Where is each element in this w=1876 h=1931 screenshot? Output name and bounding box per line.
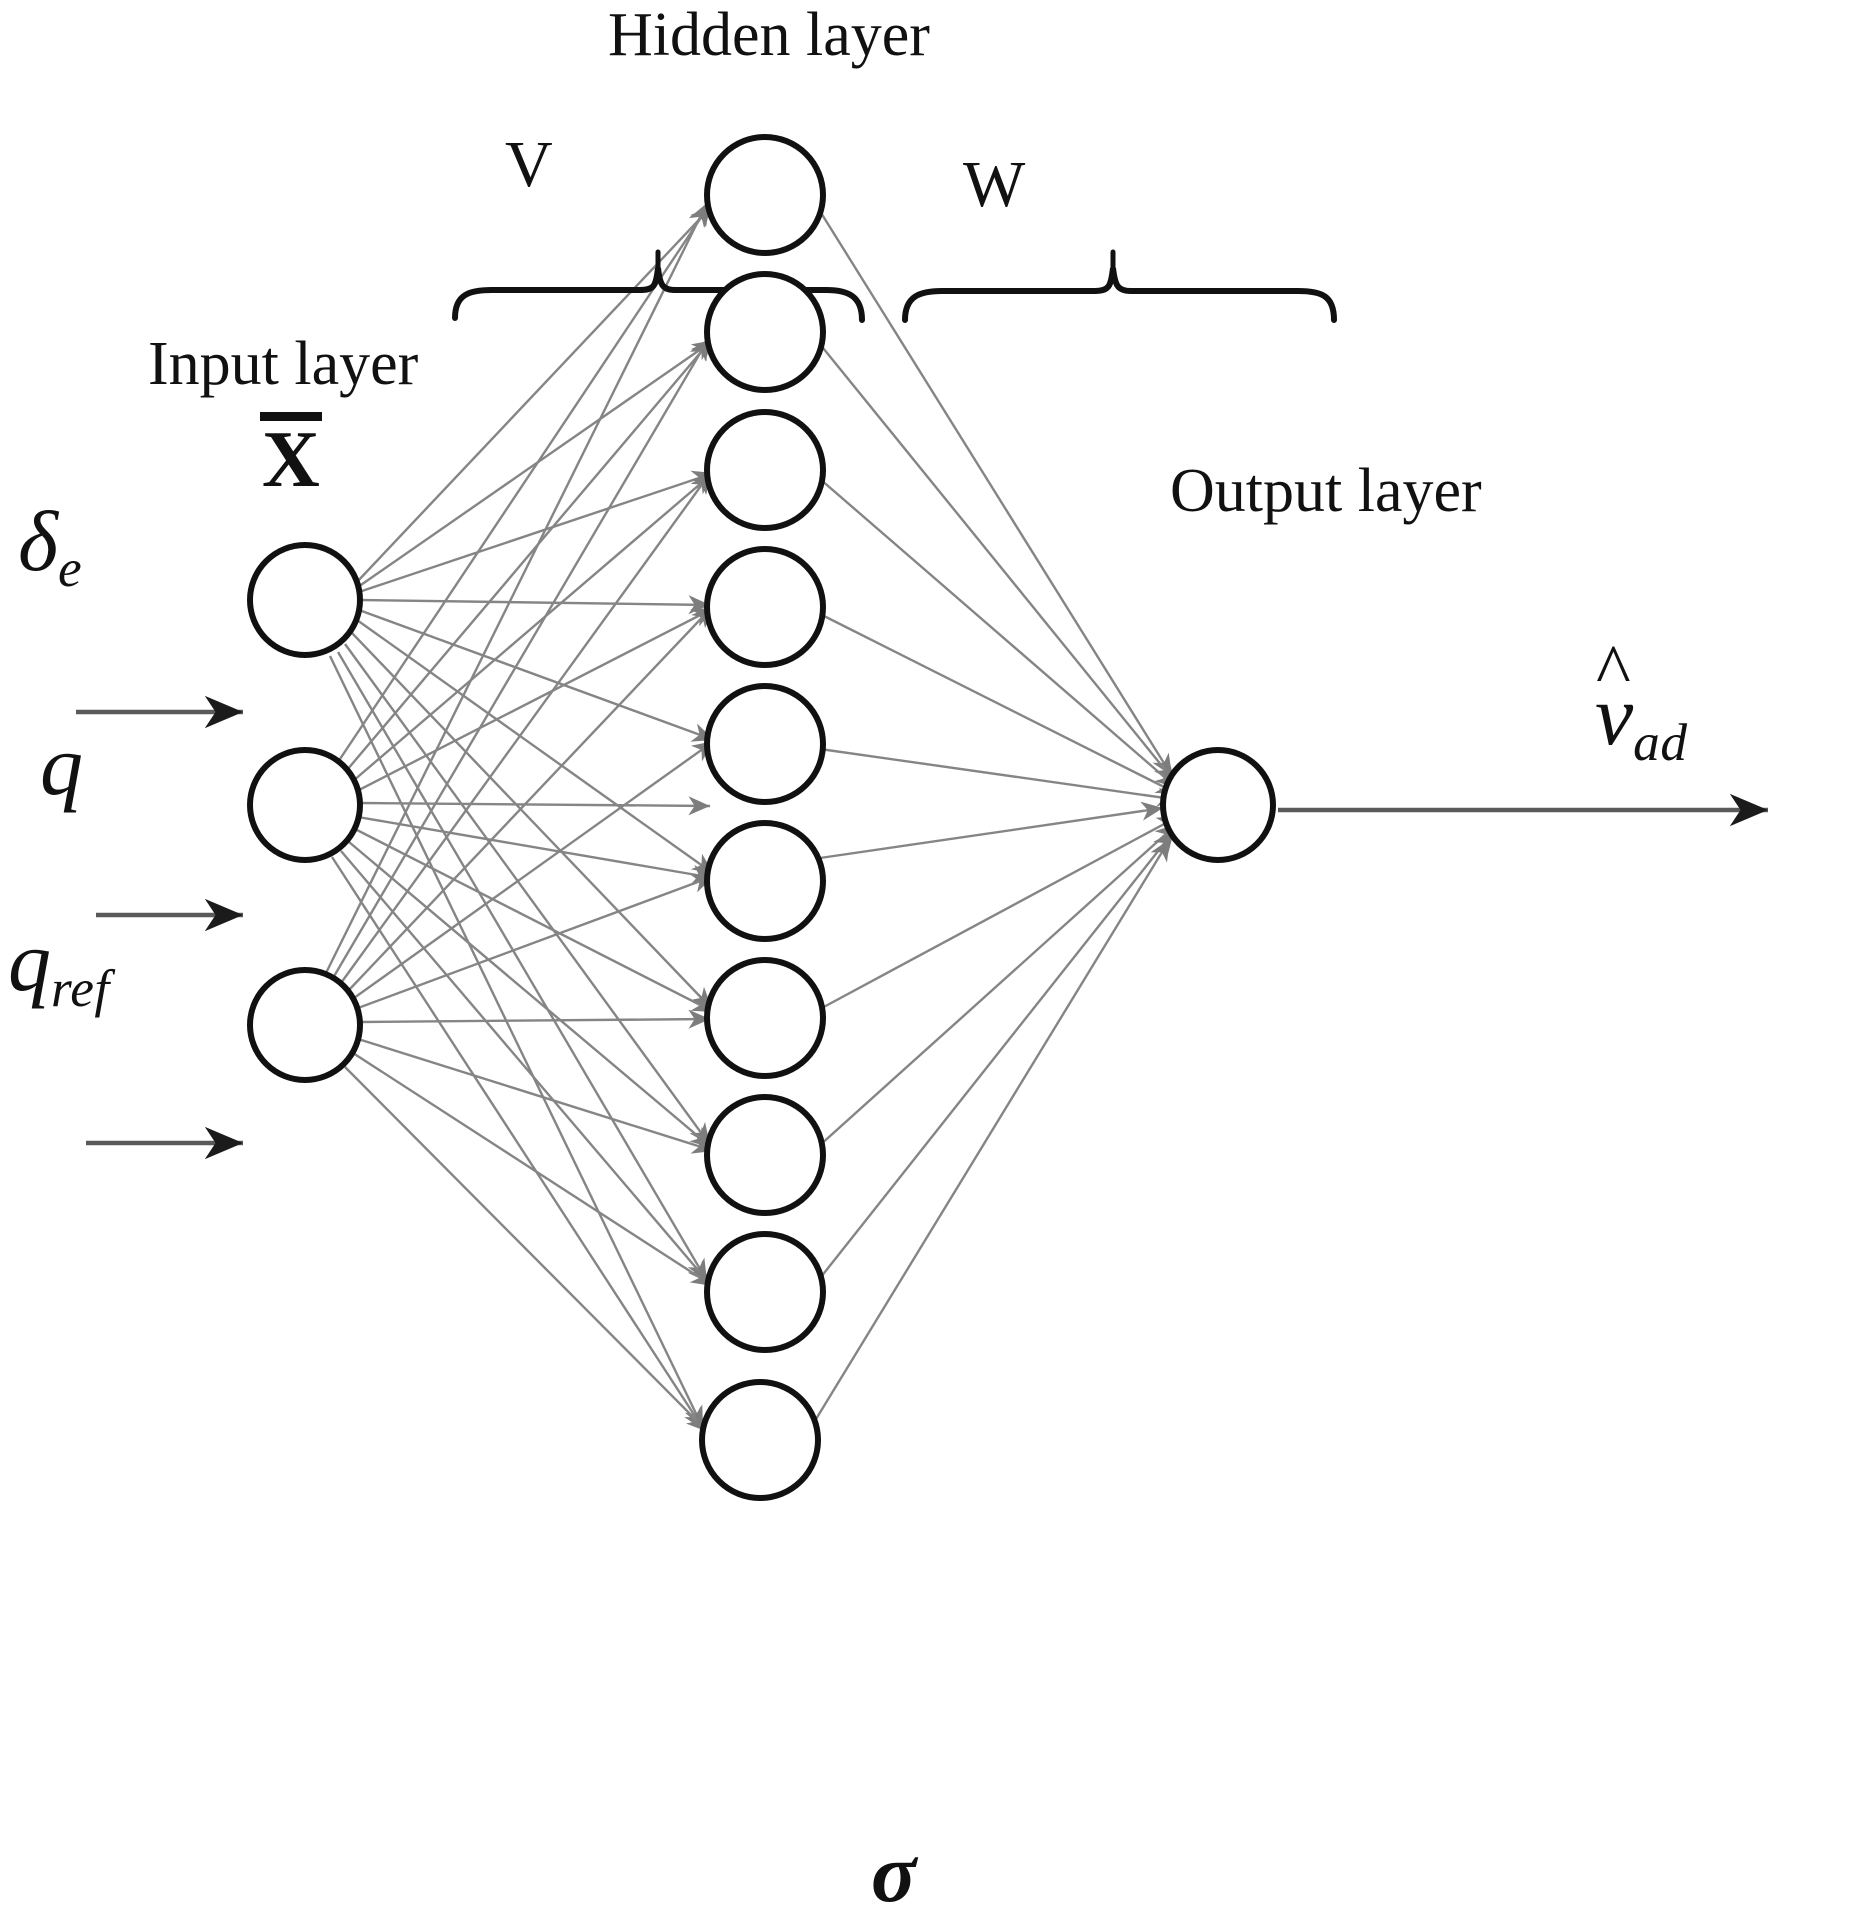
connections-hidden-to-output [811, 207, 1180, 1425]
weight-label-v: V [505, 128, 553, 201]
input-label-base: q [8, 913, 51, 1009]
input-label-base: q [40, 717, 83, 813]
hidden-node [704, 134, 826, 256]
hat-accent-icon: ^ [1596, 628, 1631, 711]
output-node [1160, 747, 1276, 863]
output-label-base: v [1595, 667, 1634, 763]
hidden-node [704, 683, 826, 805]
output-label-subscript: ad [1633, 711, 1688, 772]
output-label-adaptive-signal: ^vad [1595, 633, 1688, 772]
input-vector-symbol-glyph: X [260, 406, 322, 500]
hidden-node [704, 271, 826, 393]
hidden-node [704, 409, 826, 531]
connections-input-to-hidden [324, 202, 715, 1433]
input-label-reference-pitch-rate: qref [8, 918, 110, 1015]
input-node [247, 747, 363, 863]
hidden-layer-title: Hidden layer [608, 1, 930, 69]
input-layer-title: Input layer [148, 330, 419, 398]
output-label-hatwrap: ^v [1595, 633, 1633, 758]
input-vector-symbol: X [260, 406, 322, 500]
input-label-pitch-rate: q [40, 722, 83, 819]
output-layer-nodes [1160, 747, 1276, 863]
hidden-node [704, 957, 826, 1079]
hidden-node [704, 1231, 826, 1353]
activation-function-label: σ [871, 1827, 917, 1920]
input-label-subscript: ref [51, 957, 110, 1018]
input-label-elevator-deflection: δe [18, 498, 82, 595]
input-label-base: δ [18, 493, 58, 589]
hidden-node [704, 820, 826, 942]
brace-v [452, 249, 865, 323]
hidden-node [704, 1094, 826, 1216]
hidden-node [699, 1379, 821, 1501]
brace-w [902, 249, 1337, 323]
output-layer-title: Output layer [1170, 457, 1482, 525]
input-signal-arrows [76, 695, 243, 1160]
input-node [247, 967, 363, 1083]
weight-label-w: W [963, 148, 1026, 221]
hidden-layer-nodes [699, 134, 826, 1501]
input-layer-nodes [247, 542, 363, 1083]
input-label-subscript: e [57, 537, 83, 598]
input-node [247, 542, 363, 658]
hidden-node [704, 546, 826, 668]
